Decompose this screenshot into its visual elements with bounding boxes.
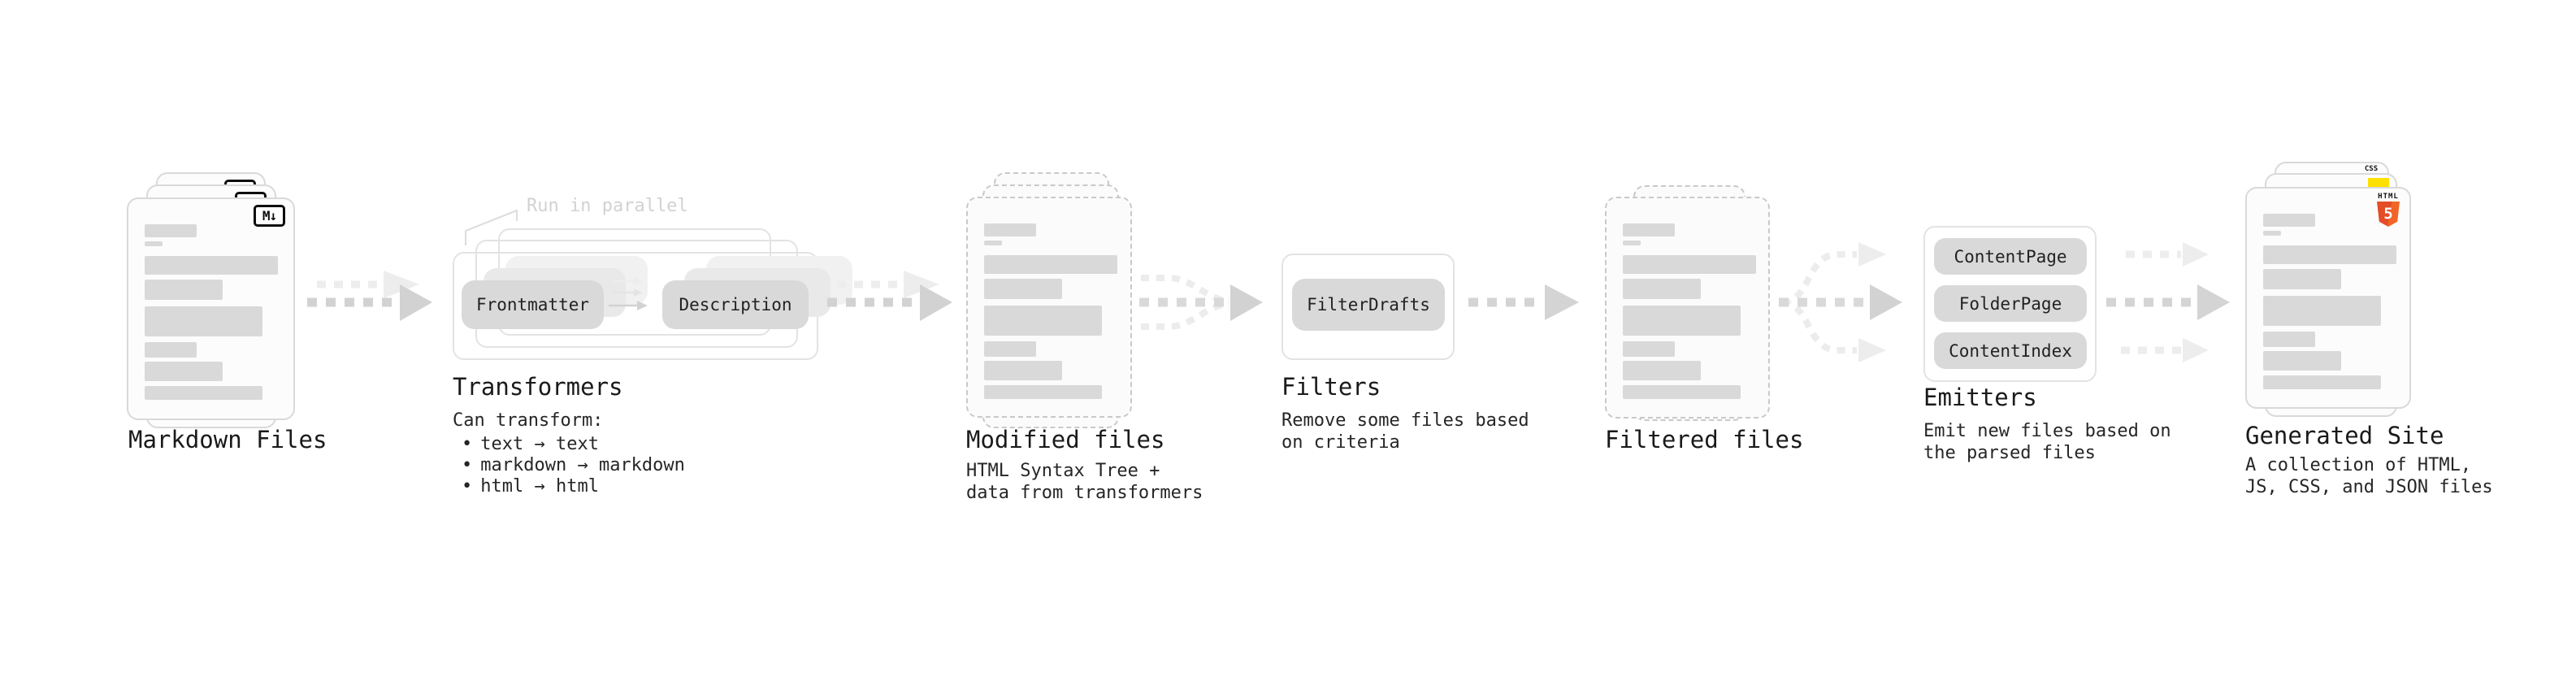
skeleton-line bbox=[2263, 214, 2315, 227]
markdown-icon-glyph: M↓ bbox=[262, 208, 277, 223]
bullet-text: html → html bbox=[480, 476, 599, 497]
emitters-caption: Emit new files based on the parsed files bbox=[1923, 420, 2171, 464]
file-content-skeleton bbox=[128, 199, 293, 419]
arrow-filters-to-filtered bbox=[1468, 284, 1579, 320]
site-file-card-front: HTML 5 bbox=[2245, 187, 2411, 409]
skeleton-line bbox=[2263, 351, 2341, 371]
arrows-emitters-to-site bbox=[2106, 242, 2230, 362]
caption-line: JS, CSS, and JSON files bbox=[2245, 477, 2493, 497]
html5-icon-title: HTML bbox=[2378, 193, 2399, 201]
description-pill-label: Description bbox=[679, 295, 792, 314]
bullet-text: text → text bbox=[480, 434, 599, 454]
transformer-bullet: • html → html bbox=[462, 475, 599, 497]
skeleton-line bbox=[145, 362, 223, 381]
run-in-parallel-callout-line bbox=[465, 209, 518, 245]
arrow-modified-to-filters-converge bbox=[1139, 275, 1263, 330]
folderpage-pill-label: FolderPage bbox=[1958, 293, 2062, 314]
caption-line: data from transformers bbox=[966, 483, 1203, 503]
skeleton-line bbox=[145, 342, 197, 358]
folderpage-pill: FolderPage bbox=[1934, 285, 2087, 322]
arrow-transformers-to-modified bbox=[827, 271, 952, 321]
javascript-icon bbox=[2368, 178, 2389, 189]
skeleton-line bbox=[1623, 341, 1675, 357]
skeleton-line bbox=[2263, 245, 2396, 264]
skeleton-line bbox=[2263, 375, 2381, 389]
arrow-markdown-to-transformers bbox=[307, 271, 432, 321]
skeleton-line bbox=[145, 224, 197, 237]
skeleton-line bbox=[984, 306, 1102, 336]
skeleton-line bbox=[2263, 296, 2381, 326]
bullet-icon: • bbox=[462, 476, 473, 497]
transformer-bullet: • markdown → markdown bbox=[462, 454, 685, 476]
transformer-bullet: • text → text bbox=[462, 433, 599, 455]
filtered-files-label: Filtered files bbox=[1605, 426, 1804, 453]
filters-caption: Remove some files based on criteria bbox=[1281, 410, 1529, 453]
skeleton-line bbox=[145, 256, 278, 275]
transformers-caption-title: Can transform: bbox=[453, 410, 604, 431]
modified-files-caption: HTML Syntax Tree + data from transformer… bbox=[966, 460, 1203, 504]
skeleton-line bbox=[1623, 241, 1641, 245]
skeleton-line bbox=[1623, 255, 1756, 274]
caption-line: Emit new files based on bbox=[1923, 421, 2171, 441]
filtered-file-card-front bbox=[1605, 197, 1770, 419]
html5-icon: HTML 5 bbox=[2374, 193, 2402, 227]
emitters-label: Emitters bbox=[1923, 384, 2037, 411]
contentindex-pill: ContentIndex bbox=[1934, 332, 2087, 369]
skeleton-line bbox=[984, 385, 1102, 399]
caption-line: Remove some files based bbox=[1281, 410, 1529, 431]
file-content-skeleton bbox=[968, 198, 1130, 416]
skeleton-line bbox=[1623, 223, 1675, 236]
html5-icon-shield: 5 bbox=[2377, 202, 2400, 227]
caption-line: A collection of HTML, bbox=[2245, 455, 2472, 475]
skeleton-line bbox=[2263, 332, 2315, 347]
generated-site-label: Generated Site bbox=[2245, 422, 2444, 449]
skeleton-line bbox=[984, 241, 1002, 245]
modified-file-card-front bbox=[966, 197, 1132, 418]
skeleton-line bbox=[2263, 231, 2281, 236]
skeleton-line bbox=[984, 255, 1117, 274]
arrow-filtered-to-emitters-diverge bbox=[1779, 242, 1902, 362]
modified-files-label: Modified files bbox=[966, 426, 1165, 453]
caption-line: the parsed files bbox=[1923, 443, 2096, 463]
markdown-files-label: Markdown Files bbox=[128, 426, 327, 453]
css-icon-text: CSS bbox=[2364, 165, 2379, 173]
skeleton-line bbox=[1623, 306, 1741, 336]
arrows-frontmatter-to-description bbox=[609, 277, 648, 310]
bullet-icon: • bbox=[462, 455, 473, 475]
markdown-icon: M↓ bbox=[254, 205, 285, 227]
filterdrafts-pill-label: FilterDrafts bbox=[1307, 295, 1430, 314]
description-pill: Description bbox=[662, 280, 809, 329]
skeleton-line bbox=[145, 241, 163, 246]
frontmatter-pill-label: Frontmatter bbox=[475, 295, 590, 314]
skeleton-line bbox=[1623, 361, 1701, 380]
skeleton-line bbox=[984, 361, 1062, 380]
bullet-icon: • bbox=[462, 434, 473, 454]
file-content-skeleton bbox=[1607, 198, 1768, 417]
skeleton-line bbox=[984, 341, 1036, 357]
html5-icon-number: 5 bbox=[2383, 205, 2393, 223]
file-content-skeleton bbox=[2247, 189, 2409, 407]
bullet-text: markdown → markdown bbox=[480, 455, 685, 475]
skeleton-line bbox=[1623, 279, 1701, 299]
generated-site-caption: A collection of HTML, JS, CSS, and JSON … bbox=[2245, 454, 2493, 498]
skeleton-line bbox=[1623, 385, 1741, 399]
skeleton-line bbox=[984, 223, 1036, 236]
caption-line: HTML Syntax Tree + bbox=[966, 461, 1160, 481]
skeleton-line bbox=[145, 386, 262, 400]
filters-label: Filters bbox=[1281, 373, 1381, 401]
contentindex-pill-label: ContentIndex bbox=[1949, 340, 2072, 361]
skeleton-line bbox=[984, 279, 1062, 299]
transformers-label: Transformers bbox=[453, 373, 623, 401]
contentpage-pill-label: ContentPage bbox=[1954, 246, 2067, 267]
markdown-file-card-front: M↓ bbox=[127, 197, 295, 420]
skeleton-line bbox=[145, 280, 223, 300]
skeleton-line bbox=[145, 306, 262, 336]
contentpage-pill: ContentPage bbox=[1934, 238, 2087, 275]
frontmatter-pill: Frontmatter bbox=[462, 280, 604, 329]
run-in-parallel-annotation: Run in parallel bbox=[527, 196, 688, 216]
skeleton-line bbox=[2263, 269, 2341, 289]
caption-line: on criteria bbox=[1281, 432, 1400, 453]
filterdrafts-pill: FilterDrafts bbox=[1292, 279, 1445, 331]
